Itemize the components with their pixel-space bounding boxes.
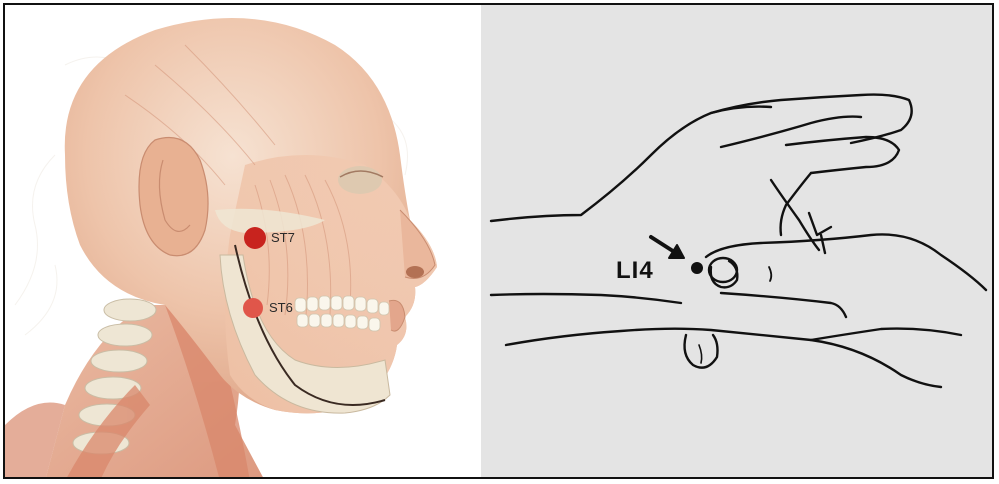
li4-point-marker [691,262,703,274]
hand-line-drawing [481,5,992,479]
st6-label: ST6 [269,300,293,315]
st7-point-marker [244,227,266,249]
head-anatomy-panel: ST7 ST6 [5,5,481,477]
figure-frame: ST7 ST6 [3,3,994,479]
hand-diagram-panel: LI4 [481,5,992,477]
st6-point-marker [243,298,263,318]
st7-label: ST7 [271,230,295,245]
head-anatomy-illustration [5,5,481,479]
li4-label: LI4 [616,257,654,285]
